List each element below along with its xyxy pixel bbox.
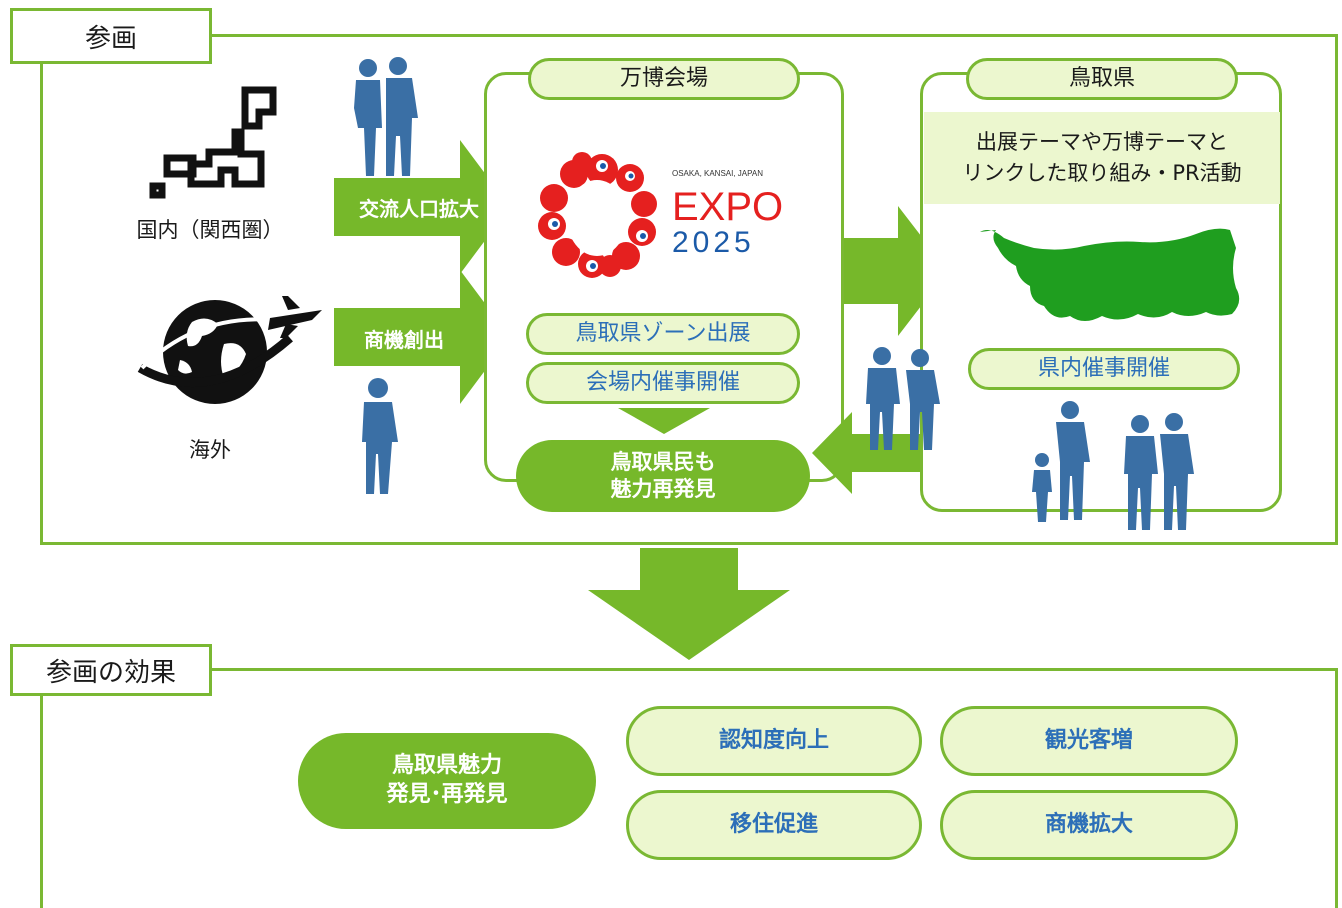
charm-line-2: 発見･再発見: [386, 782, 508, 807]
rediscover-line-1: 鳥取県民も: [610, 449, 716, 474]
arrow-business: [334, 270, 510, 404]
arrow-exchange: [334, 140, 510, 274]
effect-awareness: 認知度向上: [626, 706, 922, 776]
rediscover-pill: 鳥取県民も 魅力再発見: [516, 440, 810, 512]
family-silhouette-right: [1032, 401, 1090, 522]
couple-silhouette-left: [354, 57, 418, 176]
couple-silhouette-right: [1124, 413, 1194, 530]
effects-frame: [40, 668, 1338, 908]
expo-2025-logo: OSAKA, KANSAI, JAPAN EXPO 2025: [538, 152, 783, 278]
big-down-arrow: [588, 548, 790, 660]
tottori-banner-line-1: 出展テーマや万博テーマと: [976, 129, 1228, 154]
rediscover-line-2: 魅力再発見: [610, 477, 716, 501]
overseas-label: 海外: [189, 438, 231, 462]
effects-tab: 参画の効果: [10, 644, 212, 696]
participation-tab: 参画: [10, 8, 212, 64]
charm-line-1: 鳥取県魅力: [391, 753, 502, 779]
expo-logo-small-text: OSAKA, KANSAI, JAPAN: [672, 169, 763, 178]
arrow-down-small: [618, 408, 710, 434]
prefecture-events-pill: 県内催事開催: [968, 348, 1240, 390]
double-arrow: [812, 412, 1000, 494]
couple-silhouette-center: [866, 347, 940, 450]
domestic-label: 国内（関西圏）: [136, 218, 284, 242]
globe-plane-icon: [137, 296, 322, 404]
japan-map-icon: [149, 86, 277, 199]
effect-migration: 移住促進: [626, 790, 922, 860]
expo-logo-expo-text: EXPO: [672, 185, 783, 229]
person-silhouette-left: [362, 378, 398, 494]
effect-tourists: 観光客増: [940, 706, 1238, 776]
arrow-business-label: 商機創出: [364, 328, 444, 352]
expo-logo-year-text: 2025: [672, 226, 755, 259]
tottori-banner: 出展テーマや万博テーマと リンクした取り組み・PR活動: [924, 112, 1280, 204]
tottori-map: [980, 228, 1240, 321]
zone-exhibit-pill: 鳥取県ゾーン出展: [526, 313, 800, 355]
arrow-exchange-label: 交流人口拡大: [359, 197, 479, 221]
participation-frame: [40, 34, 1338, 545]
tottori-title: 鳥取県: [966, 58, 1238, 100]
effect-business: 商機拡大: [940, 790, 1238, 860]
expo-venue-title: 万博会場: [528, 58, 800, 100]
venue-events-pill: 会場内催事開催: [526, 362, 800, 404]
charm-pill: 鳥取県魅力 発見･再発見: [298, 733, 596, 829]
tottori-banner-line-2: リンクした取り組み・PR活動: [962, 161, 1242, 185]
